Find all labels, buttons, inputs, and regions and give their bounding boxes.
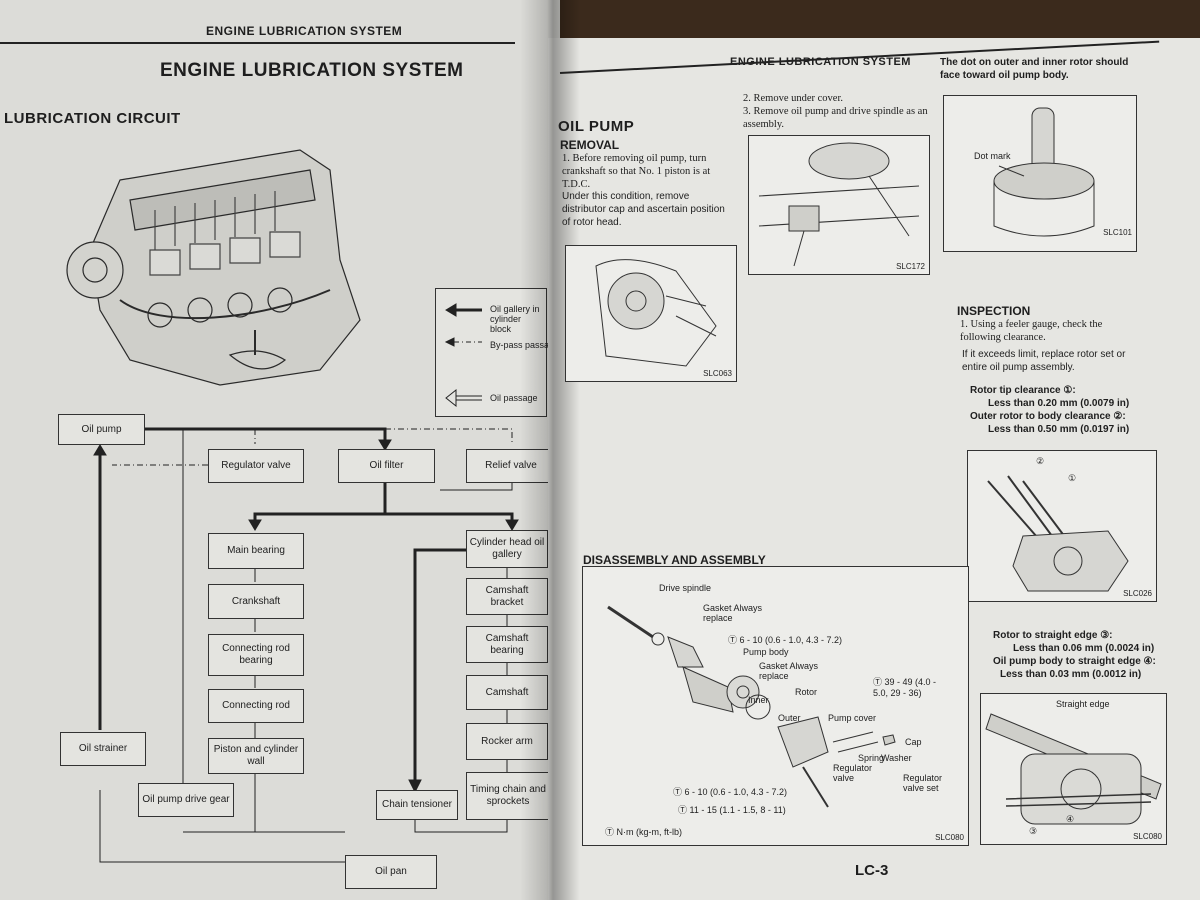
lubrication-circuit-heading: LUBRICATION CIRCUIT — [4, 110, 181, 127]
disassembly-heading: DISASSEMBLY AND ASSEMBLY — [583, 553, 766, 567]
body-straight-edge-value: Less than 0.03 mm (0.0012 in) — [1000, 669, 1142, 680]
figure-feeler-gauge: ② ① SLC026 — [967, 450, 1157, 602]
outer-rotor-clearance-value: Less than 0.50 mm (0.0197 in) — [988, 424, 1130, 435]
flow-crankshaft: Crankshaft — [208, 584, 304, 619]
flow-rocker-arm: Rocker arm — [466, 723, 548, 760]
flow-cylinder-head-gallery: Cylinder head oil gallery — [466, 530, 548, 568]
part-regulator-valve-set: Regulator valve set — [903, 773, 943, 793]
oil-pump-removal-illustration — [758, 142, 920, 267]
inspection-step-1: 1. Using a feeler gauge, check the follo… — [960, 319, 1103, 343]
left-header-rule — [0, 42, 515, 44]
flow-chain-tensioner: Chain tensioner — [376, 790, 458, 820]
removal-step-3: 3. Remove oil pump and drive spindle as … — [743, 106, 928, 130]
part-gasket-1: Gasket Always replace — [703, 603, 763, 623]
figure-code-slc080-a: SLC080 — [935, 833, 964, 842]
removal-heading: REMOVAL — [560, 138, 620, 152]
flow-camshaft-bearing: Camshaft bearing — [466, 626, 548, 663]
flow-relief-valve: Relief valve — [466, 449, 556, 483]
engine-cutaway-illustration — [66, 149, 361, 386]
figure-distributor-rotor: SLC063 — [565, 245, 737, 382]
figure-code-slc026: SLC026 — [1123, 589, 1152, 598]
part-spring: Spring — [858, 753, 885, 763]
part-drive-spindle: Drive spindle — [659, 583, 712, 593]
rotor-straight-edge-label: Rotor to straight edge ③: — [993, 630, 1113, 641]
flow-camshaft-bracket: Camshaft bracket — [466, 578, 548, 615]
part-rotor: Rotor — [795, 687, 818, 697]
figure-straight-edge: Straight edge ③ ④ SLC080 — [980, 693, 1167, 845]
straight-edge-callout: Straight edge — [1056, 699, 1110, 709]
figure-exploded-view: Drive spindle Gasket Always replace Ⓣ 6 … — [582, 566, 969, 846]
left-page-title: ENGINE LUBRICATION SYSTEM — [160, 60, 464, 81]
rotor-tip-clearance-value: Less than 0.20 mm (0.0079 in) — [988, 398, 1130, 409]
flow-camshaft: Camshaft — [466, 675, 548, 710]
oil-pump-title: OIL PUMP — [558, 118, 635, 135]
removal-step-2: 2. Remove under cover. — [743, 93, 844, 104]
torque-spec-2: Ⓣ 39 - 49 (4.0 - 5.0, 29 - 36) — [873, 677, 937, 698]
legend-gallery-label: Oil gallery in cylinder block — [490, 304, 540, 334]
part-gasket-2: Gasket Always replace — [759, 661, 819, 681]
dot-mark-illustration — [993, 107, 1095, 237]
right-running-header: ENGINE LUBRICATION SYSTEM — [730, 56, 911, 68]
rotor-straight-edge-value: Less than 0.06 mm (0.0024 in) — [1013, 643, 1155, 654]
figure-code-slc080-b: SLC080 — [1133, 832, 1162, 841]
flow-piston-cylinder-wall: Piston and cylinder wall — [208, 738, 304, 774]
dot-mark-note: The dot on outer and inner rotor should … — [940, 57, 1129, 81]
removal-step-1: 1. Before removing oil pump, turn cranks… — [562, 153, 711, 190]
legend-arrows — [444, 303, 482, 408]
flow-connecting-rod-bearing: Connecting rod bearing — [208, 634, 304, 676]
flow-oil-filter: Oil filter — [338, 449, 435, 483]
flow-connectors — [93, 427, 519, 863]
book-gutter-shadow — [520, 0, 580, 900]
inspection-limit-note: If it exceeds limit, replace rotor set o… — [962, 349, 1126, 373]
callout-4: ④ — [1066, 814, 1075, 824]
callout-2: ② — [1036, 456, 1045, 466]
flow-timing-chain: Timing chain and sprockets — [466, 772, 550, 820]
figure-code-slc172: SLC172 — [896, 262, 925, 271]
legend-passage-label: Oil passage — [490, 393, 538, 403]
exploded-oil-pump-illustration — [607, 605, 896, 808]
feeler-gauge-illustration — [987, 475, 1129, 592]
flow-oil-pump: Oil pump — [58, 414, 145, 445]
left-running-header: ENGINE LUBRICATION SYSTEM — [206, 24, 403, 38]
outer-rotor-clearance-label: Outer rotor to body clearance ②: — [970, 411, 1126, 422]
callout-1: ① — [1068, 473, 1077, 483]
removal-note: Under this condition, remove distributor… — [562, 191, 725, 228]
part-regulator-valve: Regulator valve — [833, 763, 873, 783]
part-pump-body: Pump body — [743, 647, 789, 657]
flow-regulator-valve: Regulator valve — [208, 449, 304, 483]
flow-main-bearing: Main bearing — [208, 533, 304, 569]
flow-oil-pan: Oil pan — [345, 855, 437, 889]
part-outer-rotor: Outer — [778, 713, 801, 723]
part-washer: Washer — [881, 753, 912, 763]
part-cap: Cap — [905, 737, 922, 747]
body-straight-edge-label: Oil pump body to straight edge ④: — [993, 656, 1156, 667]
torque-units-note: Ⓣ N·m (kg-m, ft-lb) — [605, 827, 682, 837]
inspection-heading: INSPECTION — [957, 304, 1031, 318]
figure-oil-pump-removal: SLC172 — [748, 135, 930, 275]
distributor-rotor-illustration — [595, 259, 717, 367]
straight-edge-illustration — [985, 713, 1162, 825]
page-number: LC-3 — [855, 862, 889, 879]
torque-spec-1: Ⓣ 6 - 10 (0.6 - 1.0, 4.3 - 7.2) — [728, 635, 843, 645]
flow-oil-strainer: Oil strainer — [60, 732, 146, 766]
flow-connecting-rod: Connecting rod — [208, 689, 304, 723]
figure-dot-mark: Dot mark SLC101 — [943, 95, 1137, 252]
callout-3: ③ — [1029, 826, 1038, 836]
part-inner-rotor: Inner — [748, 695, 769, 705]
rotor-tip-clearance-label: Rotor tip clearance ①: — [970, 385, 1076, 396]
legend-bypass-label: By-pass passage — [490, 340, 559, 350]
dot-mark-label: Dot mark — [974, 151, 1011, 161]
figure-code-slc101: SLC101 — [1103, 228, 1132, 237]
part-pump-cover: Pump cover — [828, 713, 877, 723]
torque-spec-4: Ⓣ 11 - 15 (1.1 - 1.5, 8 - 11) — [678, 805, 786, 815]
figure-code-slc063: SLC063 — [703, 369, 732, 378]
torque-spec-3: Ⓣ 6 - 10 (0.6 - 1.0, 4.3 - 7.2) — [673, 787, 788, 797]
flow-oil-pump-drive-gear: Oil pump drive gear — [138, 783, 234, 817]
